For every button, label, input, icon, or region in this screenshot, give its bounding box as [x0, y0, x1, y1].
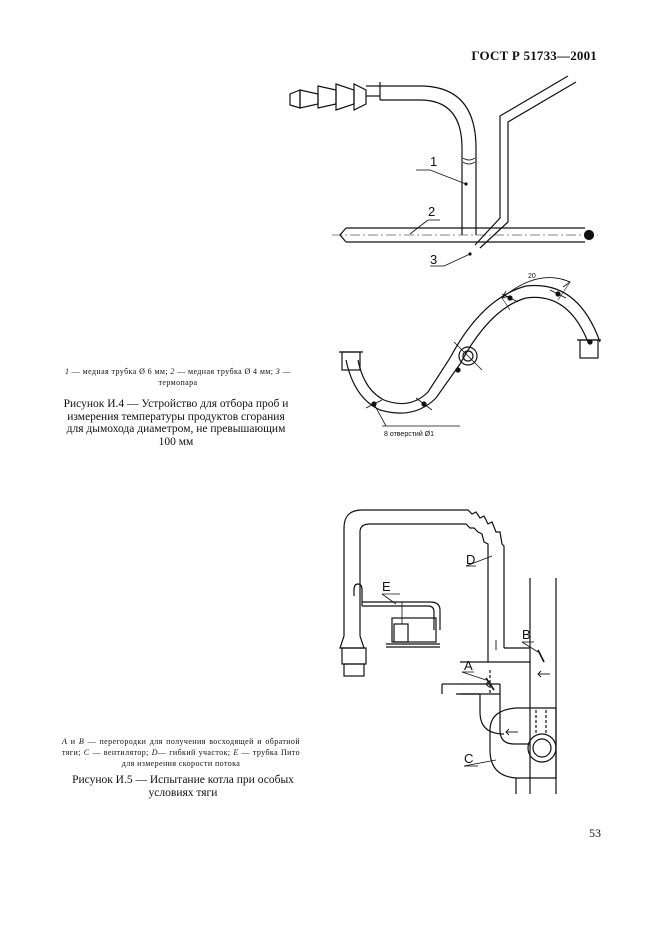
thermocouple-fitting — [453, 341, 483, 371]
figure-i4-probe-drawing: 1 2 3 — [289, 75, 598, 267]
s-tube — [345, 284, 601, 414]
holes-note: 8 отверстий Ø1 — [384, 430, 434, 438]
legend-text-e: — трубка Пито для измерения скорости пот… — [121, 748, 300, 768]
legend-letter-a: A — [62, 737, 68, 746]
label-a: A — [464, 658, 473, 673]
copper-tube-6mm — [380, 85, 477, 235]
legend-letter-c: C — [83, 748, 90, 757]
dimension-20-label: 20 — [528, 273, 536, 280]
figure-i4-s-probe: 20 8 отверстий Ø1 — [339, 273, 601, 438]
holes-callout: 8 отверстий Ø1 — [373, 403, 460, 438]
baffle-a: A — [461, 658, 495, 691]
legend-text-d: — гибкий участок; — [157, 748, 234, 757]
sampling-holes — [371, 291, 593, 407]
hole-markers — [365, 289, 567, 411]
label-d: D — [466, 552, 475, 567]
legend-text-c: — вентилятор; — [89, 748, 152, 757]
legend-letter-d: D — [151, 748, 158, 757]
hose-connector — [289, 82, 381, 111]
baffle-b: B — [521, 627, 545, 663]
label-2: 2 — [428, 204, 435, 219]
label-e: E — [382, 579, 391, 594]
pitot-tube — [353, 583, 441, 630]
boiler-duct — [441, 647, 530, 745]
thermocouple-guide — [474, 75, 577, 249]
tube-ends — [339, 339, 601, 371]
page-header: ГОСТ Р 51733—2001 — [471, 48, 597, 63]
figure-i5-draught-test: D A — [339, 509, 557, 794]
legend-text-1: — медная трубка Ø 6 мм; — [69, 367, 171, 376]
legend-text-3: — термопара — [158, 367, 291, 387]
legend-text-2: — медная трубка Ø 4 мм; — [174, 367, 276, 376]
fan — [489, 707, 557, 794]
legend-num-2: 2 — [170, 367, 175, 376]
legend-num-3: 3 — [275, 367, 281, 376]
legend-and: и — [67, 737, 79, 746]
legend-num-1: 1 — [65, 367, 70, 376]
legend-letter-e: E — [233, 748, 239, 757]
legend-letter-b: B — [78, 737, 85, 746]
flexible-section — [460, 509, 505, 662]
figure-i4-caption: Рисунок И.4 — Устройство для отбора проб… — [63, 398, 289, 448]
page-number: 53 — [589, 826, 601, 840]
label-b: B — [522, 627, 531, 642]
figure-i5-caption: Рисунок И.5 — Испытание котла при особых… — [72, 774, 294, 799]
flue-pipe — [339, 509, 460, 677]
label-c: C — [464, 751, 473, 766]
label-3: 3 — [430, 252, 437, 267]
copper-tube-4mm — [332, 227, 598, 243]
manometer — [386, 602, 440, 648]
legend-text-ab: — перегородки для получения восходящей и… — [62, 737, 301, 757]
figure-i4-legend: 1 — медная трубка Ø 6 мм; 2 — медная тру… — [62, 366, 294, 388]
figure-i5-legend: A и B — перегородки для получения восход… — [62, 736, 300, 769]
label-1: 1 — [430, 154, 437, 169]
